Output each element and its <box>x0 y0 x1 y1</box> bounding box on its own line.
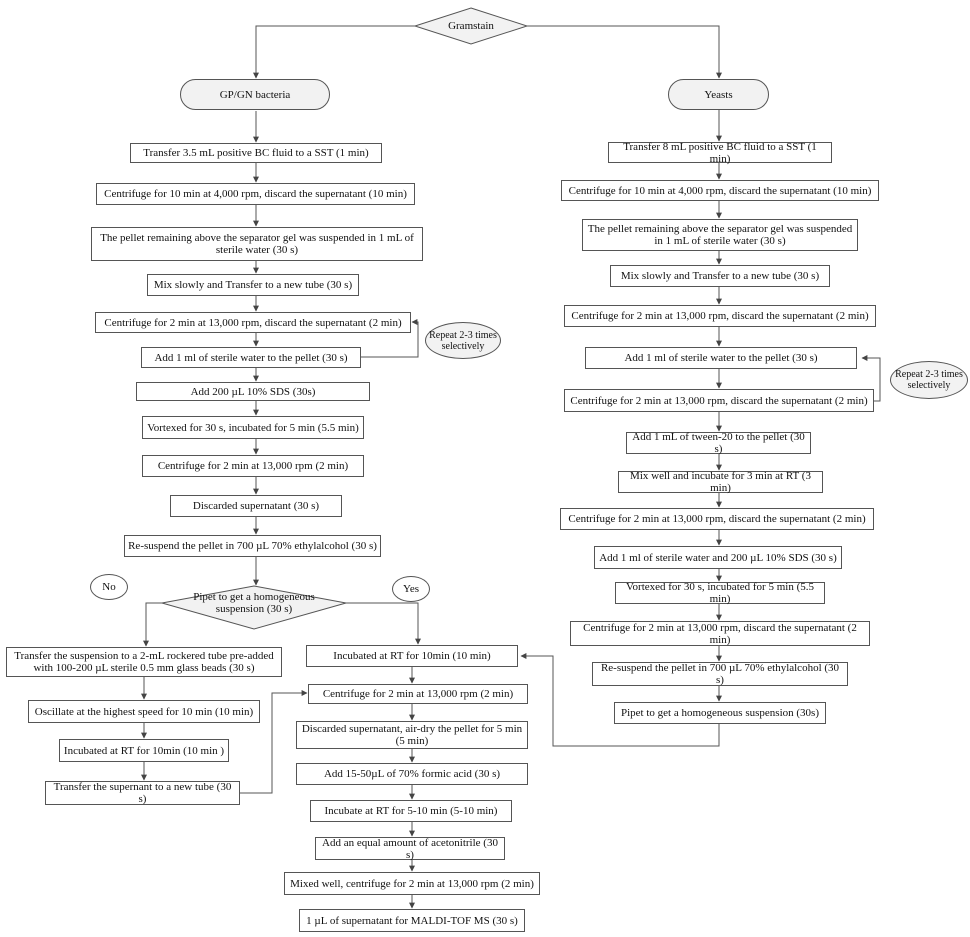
right-step-15: Pipet to get a homogeneous suspension (3… <box>614 702 826 724</box>
final-step-4: Add 15-50µL of 70% formic acid (30 s) <box>296 763 528 785</box>
no-step-1: Transfer the suspension to a 2-mL rocker… <box>6 647 282 677</box>
right-step-9: Mix well and incubate for 3 min at RT (3… <box>618 470 823 494</box>
left-repeat-note: Repeat 2-3 times selectively <box>425 322 501 359</box>
right-step-6: Add 1 ml of sterile water to the pellet … <box>585 347 857 369</box>
right-step-3: The pellet remaining above the separator… <box>582 219 858 251</box>
decision-diamond-shape <box>161 585 347 630</box>
no-step-2: Oscillate at the highest speed for 10 mi… <box>28 700 260 723</box>
right-step-2: Centrifuge for 10 min at 4,000 rpm, disc… <box>561 180 879 201</box>
right-step-10: Centrifuge for 2 min at 13,000 rpm, disc… <box>560 508 874 530</box>
right-step-4: Mix slowly and Transfer to a new tube (3… <box>610 265 830 287</box>
right-step-14: Re-suspend the pellet in 700 µL 70% ethy… <box>592 662 848 686</box>
left-step-7: Add 200 µL 10% SDS (30s) <box>136 382 370 401</box>
final-step-6: Add an equal amount of acetonitrile (30 … <box>315 837 505 861</box>
right-step-13: Centrifuge for 2 min at 13,000 rpm, disc… <box>570 621 870 646</box>
right-step-5: Centrifuge for 2 min at 13,000 rpm, disc… <box>564 305 876 327</box>
left-step-8: Vortexed for 30 s, incubated for 5 min (… <box>142 416 364 439</box>
right-step-8: Add 1 mL of tween-20 to the pellet (30 s… <box>626 431 811 455</box>
left-step-11: Re-suspend the pellet in 700 µL 70% ethy… <box>124 535 381 557</box>
start-label: Gramstain <box>448 20 494 32</box>
right-step-11: Add 1 ml of sterile water and 200 µL 10%… <box>594 546 842 569</box>
left-step-9: Centrifuge for 2 min at 13,000 rpm (2 mi… <box>142 455 364 477</box>
no-step-4: Transfer the supernant to a new tube (30… <box>45 781 240 805</box>
final-step-2: Centrifuge for 2 min at 13,000 rpm (2 mi… <box>308 684 528 704</box>
left-step-3: The pellet remaining above the separator… <box>91 227 423 261</box>
decision-label: Pipet to get a homogeneous suspension (3… <box>193 591 315 615</box>
left-step-1: Transfer 3.5 mL positive BC fluid to a S… <box>130 143 382 163</box>
branch-yeasts: Yeasts <box>668 79 769 110</box>
final-step-5: Incubate at RT for 5-10 min (5-10 min) <box>310 800 512 822</box>
final-step-3: Discarded supernatant, air-dry the pelle… <box>296 721 528 749</box>
right-step-12: Vortexed for 30 s, incubated for 5 min (… <box>615 581 825 605</box>
final-step-7: Mixed well, centrifuge for 2 min at 13,0… <box>284 872 540 895</box>
final-step-1: Incubated at RT for 10min (10 min) <box>306 645 518 667</box>
left-step-6: Add 1 ml of sterile water to the pellet … <box>141 347 361 368</box>
final-step-8: 1 µL of supernatant for MALDI-TOF MS (30… <box>299 909 525 932</box>
left-step-10: Discarded supernatant (30 s) <box>170 495 342 517</box>
right-step-7: Centrifuge for 2 min at 13,000 rpm, disc… <box>564 389 874 412</box>
no-step-3: Incubated at RT for 10min (10 min ) <box>59 739 229 762</box>
yes-label: Yes <box>392 576 430 602</box>
branch-bacteria: GP/GN bacteria <box>180 79 330 110</box>
right-repeat-note: Repeat 2-3 times selectively <box>890 361 968 399</box>
left-step-5: Centrifuge for 2 min at 13,000 rpm, disc… <box>95 312 411 333</box>
right-step-1: Transfer 8 mL positive BC fluid to a SST… <box>608 141 832 165</box>
left-step-2: Centrifuge for 10 min at 4,000 rpm, disc… <box>96 183 415 205</box>
no-label: No <box>90 574 128 600</box>
start-diamond-shape <box>413 7 529 45</box>
left-step-4: Mix slowly and Transfer to a new tube (3… <box>147 274 359 296</box>
